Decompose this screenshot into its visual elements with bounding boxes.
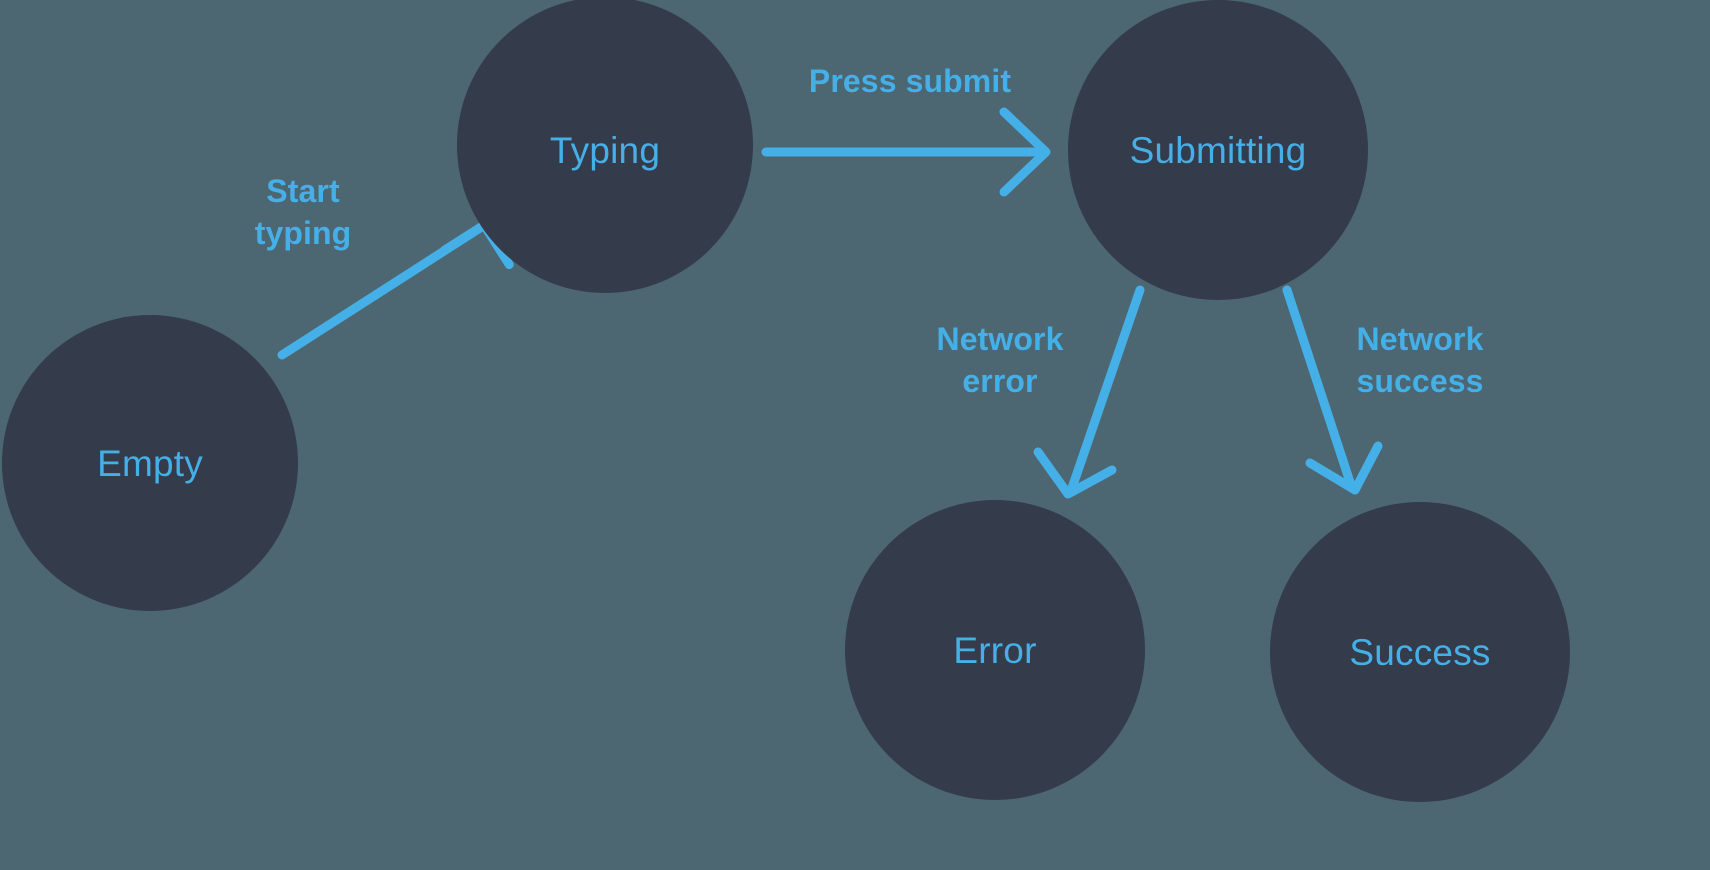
transition-label-network-success: Network success bbox=[1356, 321, 1484, 400]
state-node-success[interactable]: Success bbox=[1270, 502, 1570, 802]
arrow-press-submit bbox=[761, 107, 1051, 197]
transition-label-press-submit: Press submit bbox=[808, 63, 1012, 99]
state-node-empty[interactable]: Empty bbox=[2, 315, 298, 611]
transition-label-network-error: Network error bbox=[936, 321, 1064, 400]
state-node-error[interactable]: Error bbox=[845, 500, 1145, 800]
state-node-submitting[interactable]: Submitting bbox=[1068, 0, 1368, 300]
state-node-typing-label: Typing bbox=[549, 129, 661, 171]
transition-label-start-typing: Start typing bbox=[254, 173, 352, 252]
state-node-submitting-label: Submitting bbox=[1129, 129, 1307, 171]
state-node-success-label: Success bbox=[1349, 631, 1491, 673]
state-node-error-label: Error bbox=[953, 629, 1037, 671]
state-node-empty-label: Empty bbox=[97, 442, 203, 484]
state-node-typing[interactable]: Typing bbox=[457, 0, 753, 293]
